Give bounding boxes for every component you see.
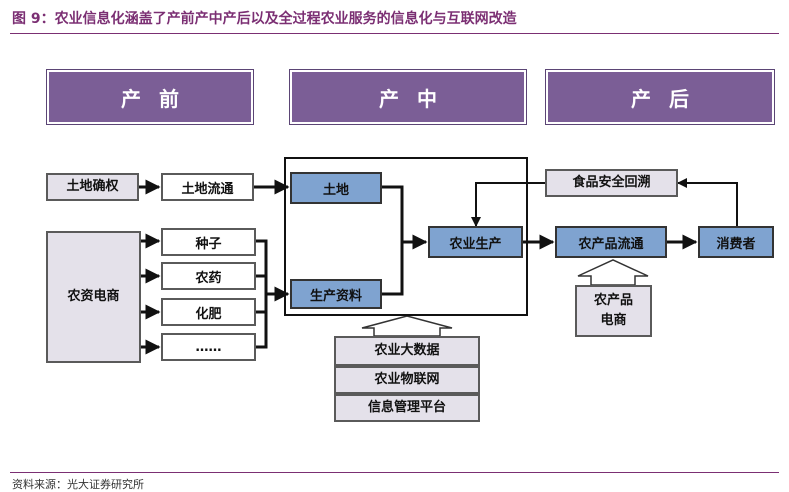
node-consumer: 消费者 — [698, 226, 774, 258]
node-input-etc: …… — [161, 333, 256, 361]
produce-ecommerce-line2: 电商 — [600, 313, 627, 328]
node-service-info-platform: 信息管理平台 — [334, 394, 480, 422]
node-produce-circulation: 农产品流通 — [555, 226, 667, 258]
phase-mid-header: 产中 — [289, 69, 527, 125]
top-rule — [10, 33, 779, 34]
figure-title: 图 9：农业信息化涵盖了产前产中产后以及全过程农业服务的信息化与互联网改造 — [12, 11, 517, 27]
node-input-fertilizer: 化肥 — [161, 298, 256, 326]
bracket-inputs — [256, 239, 268, 349]
arrow-tracing-to-production — [471, 182, 545, 227]
node-land: 土地 — [290, 172, 382, 204]
node-service-bigdata: 农业大数据 — [334, 336, 480, 366]
node-agri-production: 农业生产 — [428, 226, 523, 258]
phase-post-header: 产后 — [545, 69, 775, 125]
phase-pre-header: 产前 — [46, 69, 254, 125]
link-land-to-production — [382, 185, 404, 242]
node-land-transfer: 土地流通 — [161, 173, 254, 201]
hollow-arrow-produce-ecom — [577, 259, 649, 286]
hollow-arrow-services — [361, 315, 453, 337]
node-food-safety-tracing: 食品安全回溯 — [545, 169, 678, 197]
arrow-consumer-to-tracing — [677, 178, 738, 226]
node-service-iot: 农业物联网 — [334, 366, 480, 394]
node-input-seed: 种子 — [161, 228, 256, 256]
produce-ecommerce-line1: 农产品 — [593, 293, 633, 308]
node-produce-ecommerce: 农产品 电商 — [575, 285, 652, 337]
node-agri-ecommerce: 农资电商 — [46, 231, 141, 363]
node-means-of-production: 生产资料 — [290, 279, 382, 309]
bottom-rule — [10, 472, 779, 473]
mid-stage-frame — [284, 157, 528, 316]
source-note: 资料来源：光大证券研究所 — [12, 478, 144, 491]
node-land-rights: 土地确权 — [46, 173, 139, 201]
link-means-to-production — [382, 242, 404, 296]
node-input-pesticide: 农药 — [161, 262, 256, 290]
